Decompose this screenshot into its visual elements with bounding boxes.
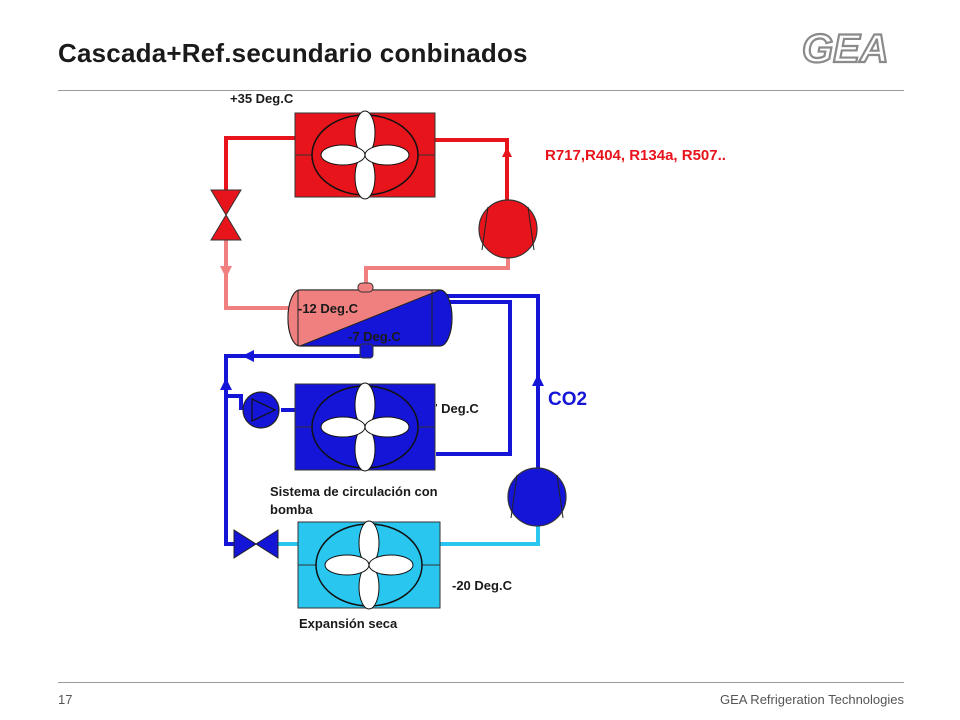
- red-liquid-line: [224, 136, 295, 190]
- condenser: [294, 110, 436, 200]
- blue-expansion-valve-icon: [233, 529, 279, 559]
- co2-pump-icon: [242, 391, 280, 429]
- lightred-line-to-hx: [224, 240, 296, 310]
- dx-fan-icon: [324, 520, 414, 610]
- logo-text: GEA: [802, 27, 889, 70]
- label-hx-hot-temp: -12 Deg.C: [298, 301, 359, 316]
- gea-logo: GEA: [801, 26, 890, 70]
- cascade-heat-exchanger: [287, 282, 453, 359]
- label-pump-system-line2: bomba: [270, 502, 313, 517]
- condenser-fan-icon: [320, 110, 410, 200]
- label-dry-expansion: Expansión seca: [299, 616, 398, 631]
- red-compressor-icon: [478, 199, 538, 259]
- co2-compressor-icon: [507, 467, 567, 527]
- red-discharge-line: [434, 138, 509, 205]
- blue-pump-line: [226, 394, 243, 410]
- lightblue-dx-outlet: [440, 525, 540, 546]
- label-pump-system-line1: Sistema de circulación con: [270, 484, 438, 499]
- red-expansion-valve-icon: [210, 189, 242, 241]
- footer-divider: [58, 682, 904, 683]
- label-pumped-temp: -7 Deg.C: [426, 401, 479, 416]
- page-number: 17: [58, 692, 73, 707]
- pumped-evaporator: [294, 382, 436, 472]
- high-stage-pipes: [220, 136, 512, 310]
- label-hx-cold-temp: -7 Deg.C: [348, 329, 401, 344]
- slide-title: Cascada+Ref.secundario conbinados: [58, 38, 528, 68]
- blue-hx-to-evap: [432, 300, 512, 456]
- label-condenser-temp: +35 Deg.C: [230, 91, 294, 106]
- dry-expansion-evaporator: [297, 520, 441, 610]
- blue-hx-out-outer: [432, 294, 540, 475]
- label-dx-temp: -20 Deg.C: [452, 578, 513, 593]
- header-divider: [58, 90, 904, 91]
- evaporator-fan-icon: [320, 382, 410, 472]
- label-co2: CO2: [548, 389, 587, 410]
- label-refrigerants: R717,R404, R134a, R507..: [545, 147, 726, 164]
- company-name: GEA Refrigeration Technologies: [719, 692, 904, 707]
- lightred-suction-line: [364, 258, 510, 290]
